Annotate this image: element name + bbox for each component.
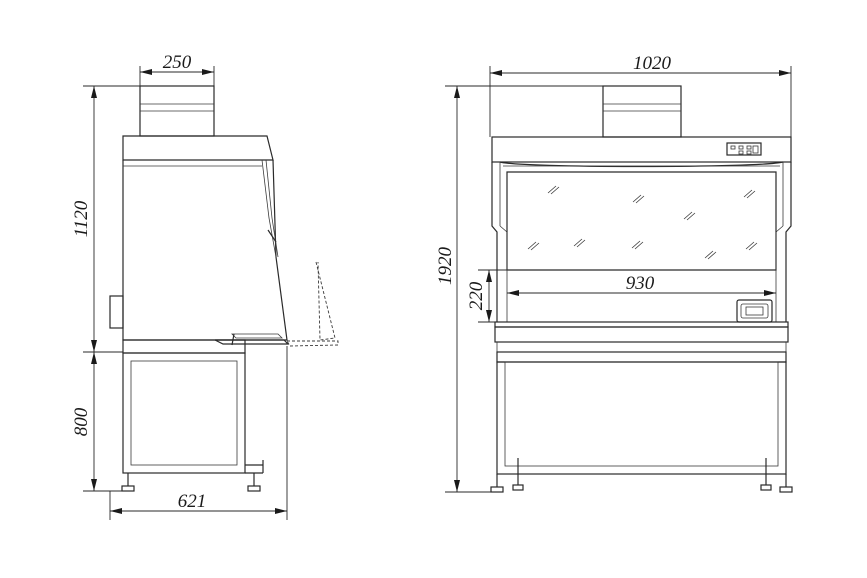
front-exhaust-collar — [602, 85, 682, 138]
front-socket — [736, 299, 773, 323]
dim-label-1020: 1020 — [633, 53, 672, 74]
dim-front-total-height: 1920 — [435, 85, 603, 493]
front-view: 1020 1920 220 930 — [435, 53, 793, 493]
glass-hatch-marks — [527, 185, 758, 260]
front-canopy — [491, 136, 792, 163]
front-stand — [496, 351, 787, 475]
side-cabinet-body — [109, 135, 288, 341]
dim-front-inner-width: 930 — [507, 273, 776, 296]
dim-side-lower-height: 800 — [71, 352, 122, 492]
dim-label-800: 800 — [71, 407, 92, 436]
side-feet — [121, 473, 261, 492]
front-feet — [490, 458, 793, 493]
dim-side-top-width: 250 — [139, 52, 215, 86]
dim-front-width: 1020 — [489, 53, 792, 137]
dim-label-1920: 1920 — [435, 247, 456, 286]
side-sash-open-dashed — [286, 261, 339, 347]
dim-label-220: 220 — [466, 281, 487, 310]
dim-front-opening-height: 220 — [466, 269, 507, 323]
dim-label-250: 250 — [163, 52, 192, 73]
dim-side-upper-height: 1120 — [71, 85, 140, 353]
front-work-surface — [494, 321, 789, 352]
dim-label-1120: 1120 — [71, 200, 92, 237]
front-side-walls — [491, 162, 792, 322]
side-exhaust-collar — [139, 85, 215, 137]
glass-sash — [499, 161, 784, 322]
dim-label-621: 621 — [178, 491, 207, 512]
side-stand — [122, 339, 264, 474]
control-panel — [726, 142, 762, 156]
dim-side-depth: 621 — [109, 346, 288, 520]
side-view: 250 1120 800 621 — [71, 52, 339, 520]
dim-label-930: 930 — [626, 273, 655, 294]
